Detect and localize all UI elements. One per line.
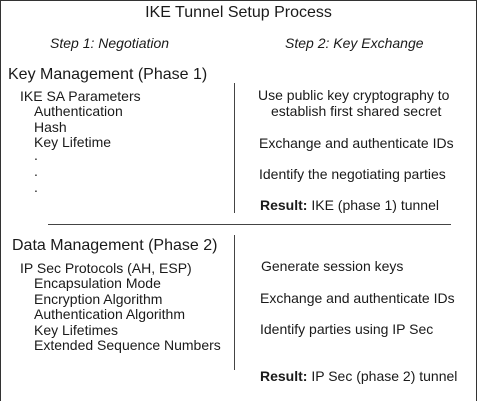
- phase1-result-text: IKE (phase 1) tunnel: [311, 197, 439, 213]
- phase2-param: Authentication Algorithm: [34, 306, 185, 322]
- phase1-params-heading: IKE SA Parameters: [20, 88, 141, 104]
- phase2-result-label: Result:: [260, 368, 308, 384]
- phase2-heading: Data Management (Phase 2): [12, 237, 218, 254]
- phase2-result-text: IP Sec (phase 2) tunnel: [311, 368, 458, 384]
- phase2-param: Encryption Algorithm: [34, 291, 163, 307]
- phase1-exchange-line: Exchange and authenticate IDs: [259, 135, 454, 151]
- step2-header: Step 2: Key Exchange: [285, 35, 424, 51]
- step1-header: Step 1: Negotiation: [50, 35, 170, 51]
- phase2-exchange-line: Exchange and authenticate IDs: [260, 290, 455, 306]
- phase1-heading: Key Management (Phase 1): [8, 66, 208, 83]
- phase1-ellipsis: .: [34, 179, 38, 195]
- diagram-title: IKE Tunnel Setup Process: [145, 4, 332, 21]
- phase1-result: Result: IKE (phase 1) tunnel: [260, 198, 439, 212]
- phase1-param: Hash: [34, 119, 67, 135]
- phase2-result: Result: IP Sec (phase 2) tunnel: [260, 369, 457, 383]
- phase1-result-label: Result:: [260, 197, 308, 213]
- phase2-param: Extended Sequence Numbers: [34, 337, 221, 353]
- phase1-exchange-line: Identify the negotiating parties: [259, 166, 446, 182]
- phase1-param: Key Lifetime: [34, 134, 112, 150]
- phase1-ellipsis: .: [34, 163, 38, 179]
- phase1-exchange-line: establish first shared secret: [271, 103, 442, 119]
- phase2-param: Encapsulation Mode: [34, 275, 161, 291]
- vertical-divider-phase1: [234, 83, 235, 213]
- phase2-exchange-line: Identify parties using IP Sec: [260, 321, 434, 337]
- phase1-param: Authentication: [34, 103, 123, 119]
- vertical-divider-phase2: [234, 235, 235, 370]
- phase2-param: Key Lifetimes: [34, 322, 119, 338]
- phase2-exchange-line: Generate session keys: [261, 258, 404, 274]
- phase2-params-heading: IP Sec Protocols (AH, ESP): [20, 260, 192, 276]
- horizontal-divider: [48, 224, 451, 225]
- phase1-exchange-line: Use public key cryptography to: [258, 87, 450, 103]
- phase1-ellipsis: .: [34, 147, 38, 163]
